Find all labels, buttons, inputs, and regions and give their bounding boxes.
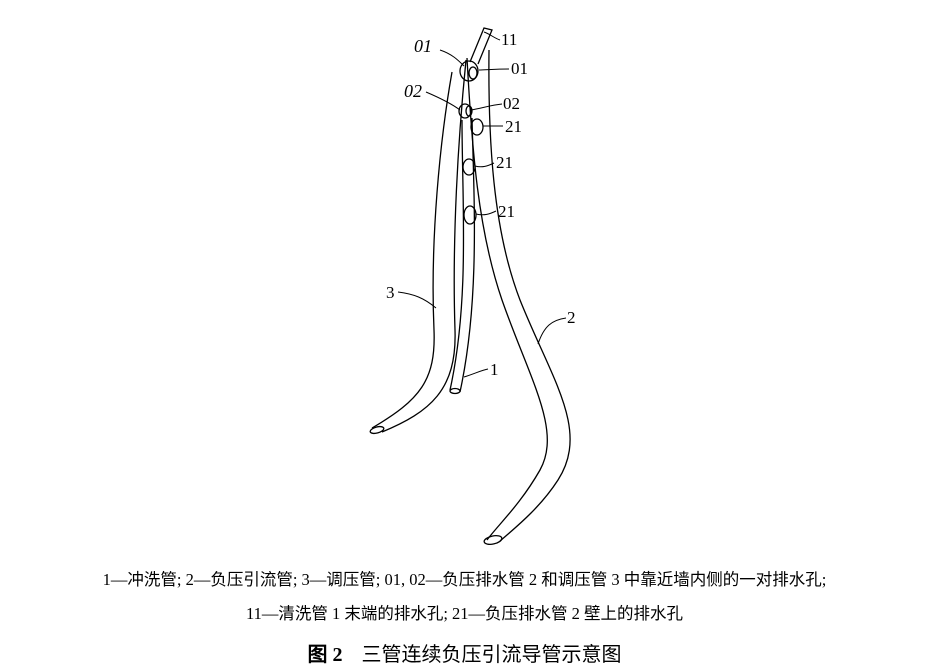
label-3: 3 — [386, 283, 395, 302]
caption-line-1: 1—冲洗管; 2—负压引流管; 3—调压管; 01, 02—负压排水管 2 和调… — [102, 570, 827, 589]
figure-title: 图 2 三管连续负压引流导管示意图 — [0, 638, 929, 667]
label-1: 1 — [490, 360, 499, 379]
hole-01-inner — [469, 67, 477, 79]
label-2: 2 — [567, 308, 576, 327]
tube-2-end-opening — [483, 534, 502, 545]
hole-21-b — [463, 159, 475, 175]
leader-lines — [398, 32, 566, 377]
tube-3-end-opening — [369, 425, 384, 434]
hole-02 — [459, 104, 471, 118]
figure-number: 图 2 — [307, 644, 343, 666]
figure-title-text: 三管连续负压引流导管示意图 — [361, 642, 622, 666]
tube-1-end-opening — [450, 389, 460, 394]
label-21-b: 21 — [496, 153, 513, 172]
label-02-right: 02 — [503, 94, 520, 113]
catheter-diagram: 11 01 01 02 02 21 21 21 3 2 1 — [0, 0, 576, 545]
tube-3-regulating — [369, 60, 466, 435]
label-01-left: 01 — [414, 36, 432, 56]
label-11: 11 — [501, 30, 517, 49]
tube-1-irrigation — [450, 28, 492, 394]
hole-01 — [460, 61, 478, 81]
hole-02-inner — [466, 106, 472, 116]
label-21-c: 21 — [498, 202, 515, 221]
hole-21-c — [464, 206, 476, 224]
label-01-right: 01 — [511, 59, 528, 78]
hole-21-a — [471, 119, 483, 135]
label-21-a: 21 — [505, 117, 522, 136]
label-02-left: 02 — [404, 81, 422, 101]
tube-1-tip — [470, 28, 492, 64]
caption-line-2: 11—清洗管 1 末端的排水孔; 21—负压排水管 2 壁上的排水孔 — [245, 604, 684, 623]
